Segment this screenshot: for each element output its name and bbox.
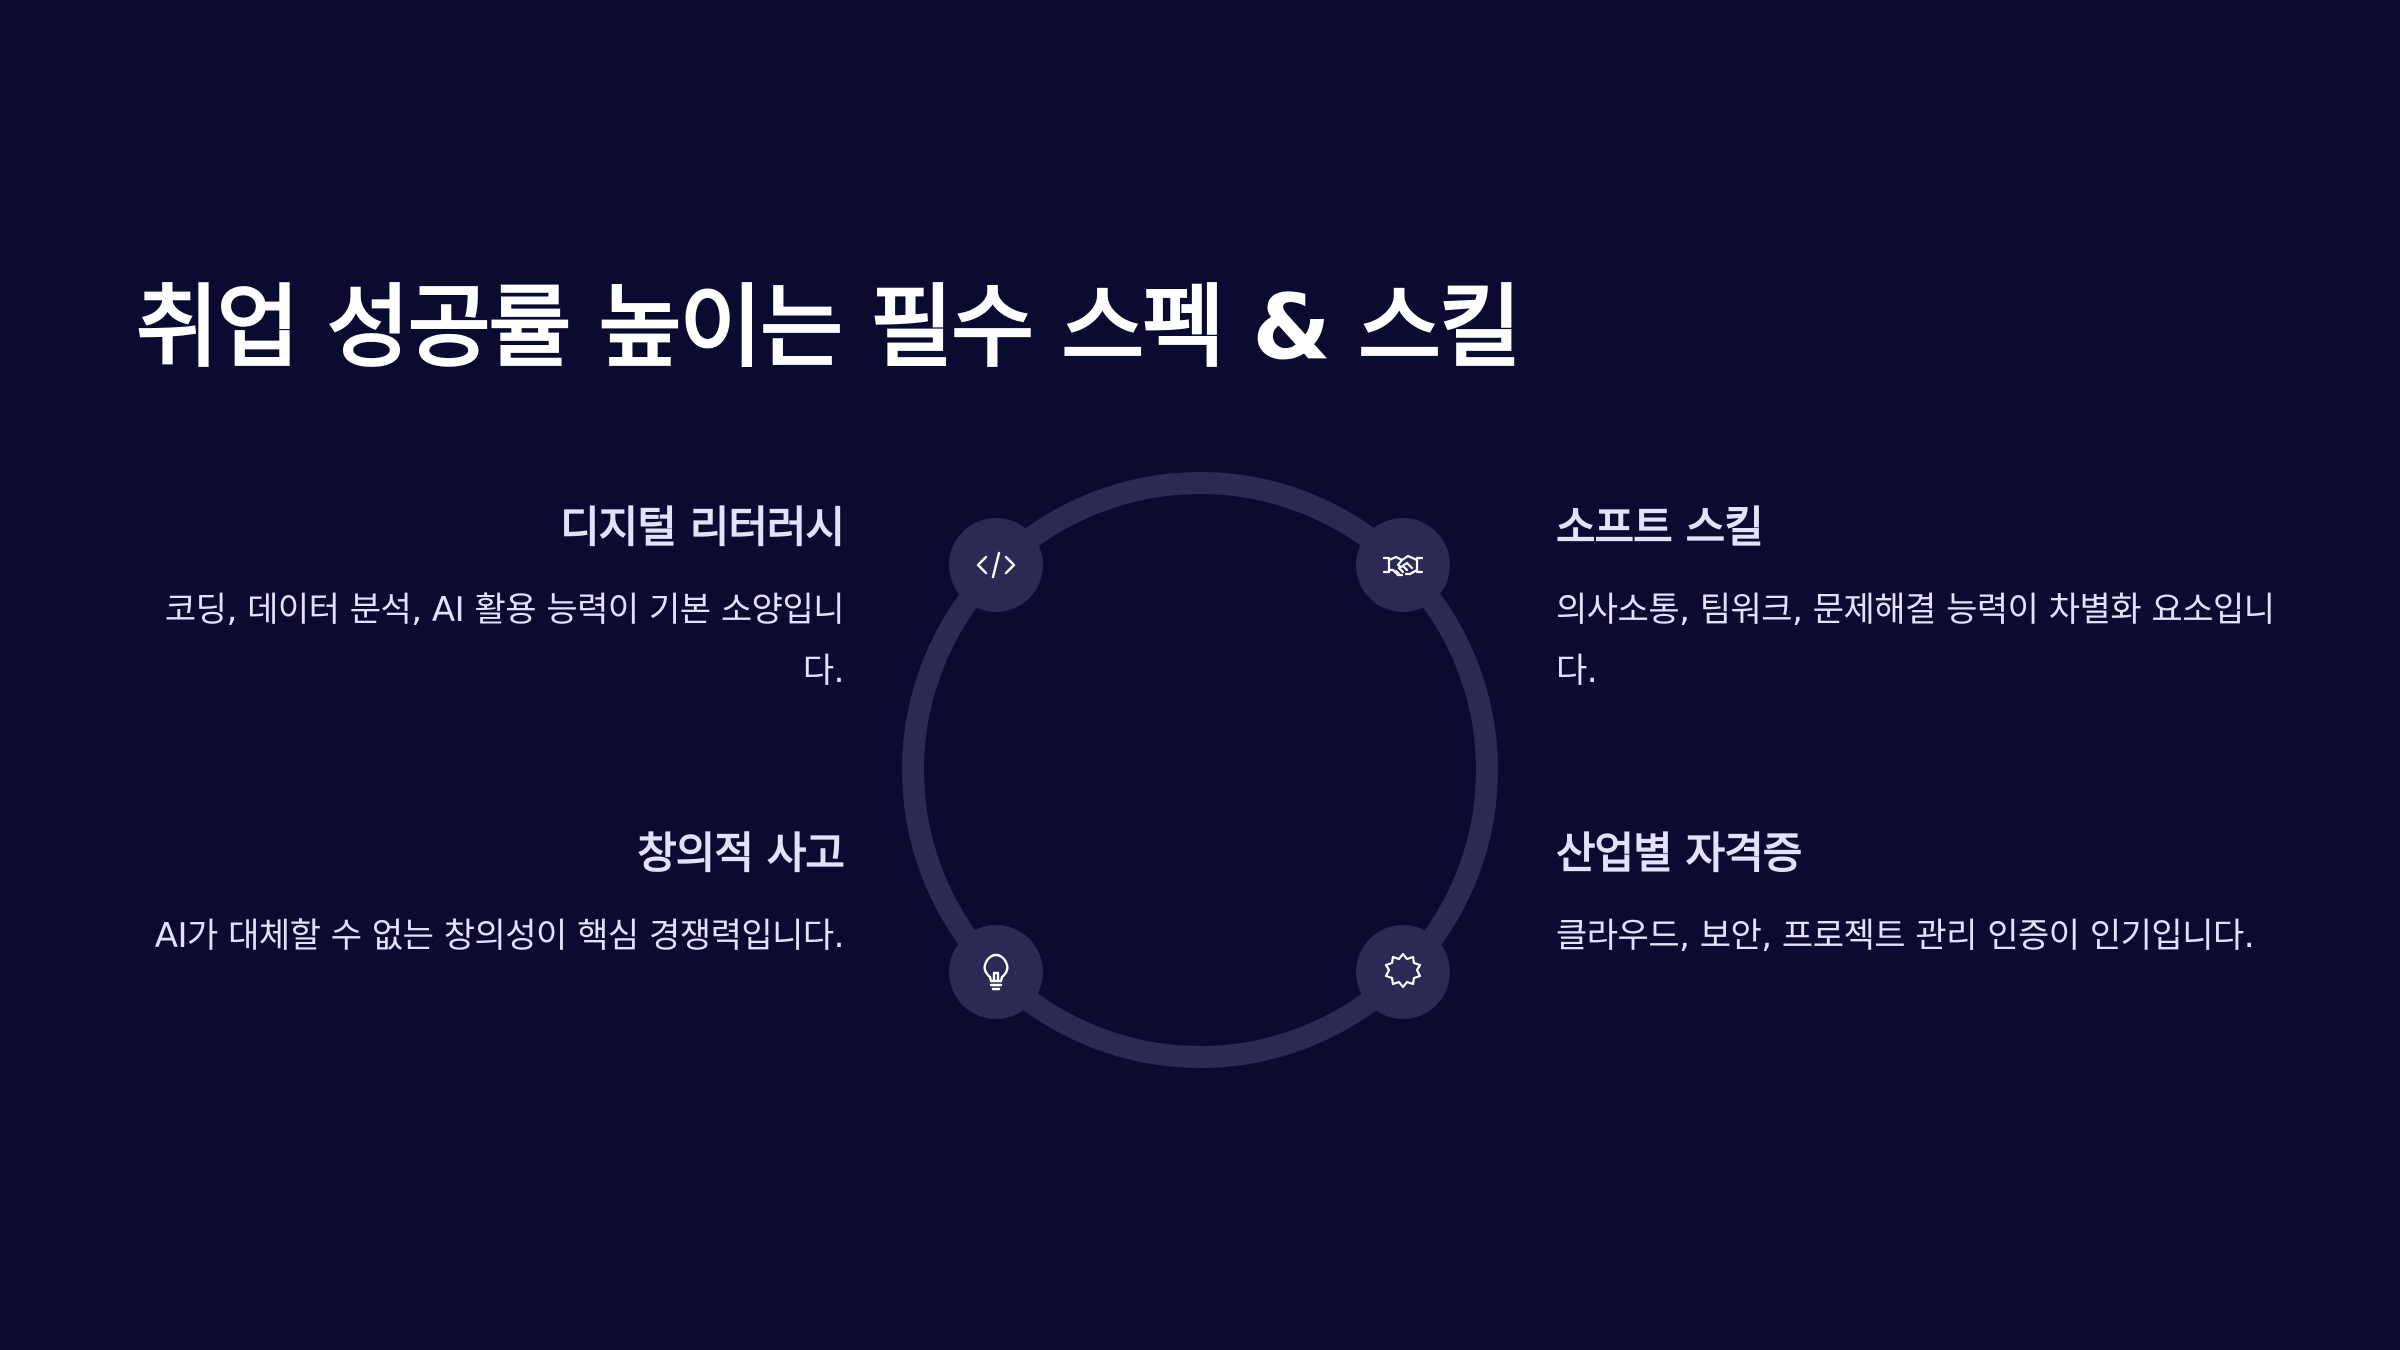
item-soft-skills: 소프트 스킬 의사소통, 팀워크, 문제해결 능력이 차별화 요소입니다. (1556, 498, 2276, 702)
item-description: 클라우드, 보안, 프로젝트 관리 인증이 인기입니다. (1556, 916, 2255, 956)
item-digital-literacy: 디지털 리터러시 코딩, 데이터 분석, AI 활용 능력이 기본 소양입니다. (124, 498, 845, 702)
item-heading: 창의적 사고 (637, 829, 845, 879)
item-creative-thinking: 창의적 사고 AI가 대체할 수 없는 창의성이 핵심 경쟁력입니다. (124, 824, 845, 967)
item-description: AI가 대체할 수 없는 창의성이 핵심 경쟁력입니다. (154, 916, 845, 956)
item-certifications: 산업별 자격증 클라우드, 보안, 프로젝트 관리 인증이 인기입니다. (1556, 824, 2276, 967)
slide-title: 취업 성공률 높이는 필수 스펙 & 스킬 (136, 275, 1522, 380)
lightbulb-icon (983, 953, 1009, 991)
handshake-icon-badge (1356, 518, 1450, 612)
badge-icon (1384, 952, 1422, 989)
handshake-icon (1382, 554, 1424, 577)
item-description: 코딩, 데이터 분석, AI 활용 능력이 기본 소양입니다. (164, 590, 845, 691)
item-heading: 소프트 스킬 (1556, 503, 1764, 553)
item-heading: 디지털 리터러시 (560, 503, 845, 553)
code-icon (976, 551, 1016, 579)
badge-icon-badge (1356, 925, 1450, 1019)
item-heading: 산업별 자격증 (1556, 829, 1802, 879)
code-icon-badge (949, 518, 1043, 612)
item-description: 의사소통, 팀워크, 문제해결 능력이 차별화 요소입니다. (1556, 590, 2275, 691)
lightbulb-icon-badge (949, 925, 1043, 1019)
